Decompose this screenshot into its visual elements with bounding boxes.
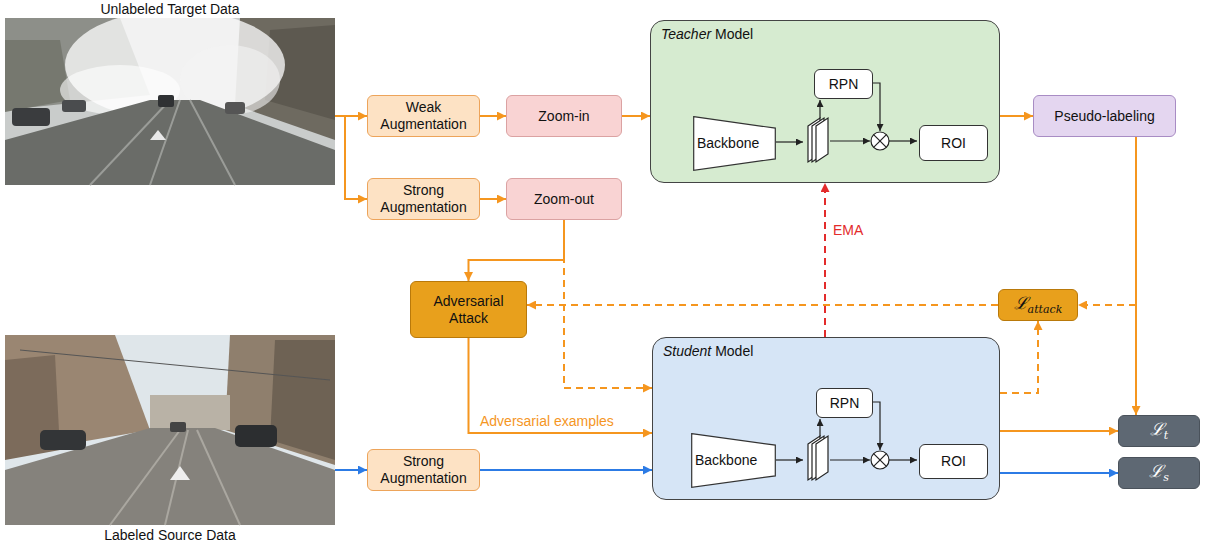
connector-arrow <box>622 115 650 117</box>
process-box: ROI <box>919 444 988 479</box>
box-label: Strong Augmentation <box>373 453 474 487</box>
dashed-connector <box>824 183 826 337</box>
process-box: Adversarial Attack <box>410 281 527 338</box>
edge-label: Adversarial examples <box>478 413 616 429</box>
backbone-trapezoid: Backbone <box>693 116 778 171</box>
box-label: Zoom-in <box>538 108 589 125</box>
connector-arrow <box>480 198 506 200</box>
process-box: Zoom-out <box>506 178 622 220</box>
model-container: Teacher ModelRPN Backbone ROI <box>650 20 1000 183</box>
student-internals <box>776 402 917 480</box>
process-box: Pseudo-labeling <box>1033 95 1176 137</box>
photo-panel: Unlabeled Target Data <box>5 18 335 185</box>
edge-label: EMA <box>831 222 865 238</box>
connector-arrow <box>1000 472 1118 474</box>
box-label: Backbone <box>697 135 759 152</box>
connector-arrow <box>335 469 367 471</box>
photo-caption: Labeled Source Data <box>5 527 335 543</box>
box-label: Zoom-out <box>534 191 594 208</box>
process-box: ℒs <box>1118 457 1200 489</box>
box-label: RPN <box>829 76 859 93</box>
box-label: Adversarial Attack <box>416 293 521 327</box>
backbone-trapezoid: Backbone <box>691 433 776 488</box>
box-label: ℒs <box>1149 461 1169 485</box>
dashed-connector <box>1078 137 1136 305</box>
connector-arrow <box>480 469 652 471</box>
model-title: Student Model <box>663 343 753 359</box>
process-box: ROI <box>919 125 988 161</box>
source-photo <box>5 335 335 525</box>
box-label: Backbone <box>695 452 757 469</box>
connector-arrow <box>335 116 367 199</box>
box-label: RPN <box>830 395 860 412</box>
process-box: RPN <box>814 69 873 99</box>
photo-caption: Unlabeled Target Data <box>5 1 335 17</box>
dashed-connector <box>527 304 998 306</box>
box-label: Pseudo-labeling <box>1054 108 1154 125</box>
model-container: Student ModelRPN Backbone ROI <box>652 337 1000 500</box>
connector-arrow <box>469 220 565 281</box>
process-box: Weak Augmentation <box>367 95 480 137</box>
process-box: Zoom-in <box>506 95 622 137</box>
dashed-connector <box>1000 321 1038 393</box>
process-box: RPN <box>816 388 873 418</box>
model-title: Teacher Model <box>661 26 753 42</box>
target-photo <box>5 10 335 185</box>
connector-arrow <box>1000 430 1118 432</box>
box-label: ℒattack <box>1014 293 1063 317</box>
process-box: Strong Augmentation <box>367 178 480 220</box>
connector-arrow <box>469 338 653 433</box>
box-label: ℒt <box>1150 419 1168 443</box>
connector-arrow <box>1000 115 1033 117</box>
process-box: ℒt <box>1118 415 1200 447</box>
box-label: ROI <box>941 453 966 470</box>
box-label: Strong Augmentation <box>373 182 474 216</box>
teacher-internals <box>776 83 917 162</box>
process-box: ℒattack <box>998 289 1078 321</box>
box-label: ROI <box>941 135 966 152</box>
box-label: Weak Augmentation <box>373 99 474 133</box>
connector-arrow <box>480 115 506 117</box>
process-box: Strong Augmentation <box>367 449 480 491</box>
photo-panel: Labeled Source Data <box>5 335 335 525</box>
dashed-connector <box>564 220 652 388</box>
